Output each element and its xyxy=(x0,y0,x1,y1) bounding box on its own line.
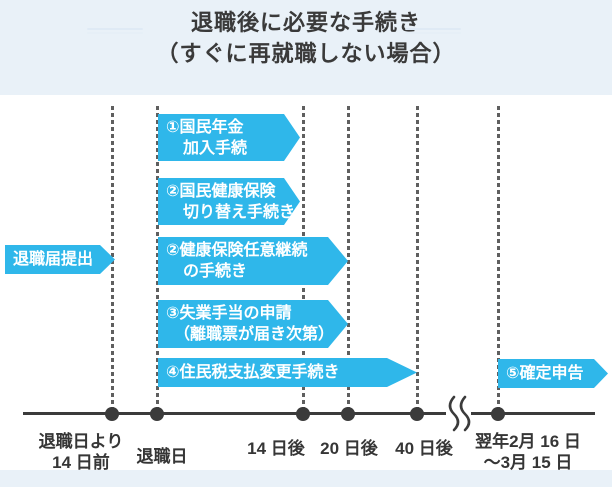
timeline-dot-day0 xyxy=(150,407,164,421)
timeline-label-day0: 退職日 xyxy=(136,447,188,466)
timeline-diagram: 退職届提出 ①国民年金 加入手続 ②国民健康保険 切り替え手続き ②健康保険任意… xyxy=(0,95,612,472)
guide-line-after20 xyxy=(347,106,350,408)
timeline-label-before14: 退職日より 14 日前 xyxy=(38,432,124,472)
banner-resignation-notice: 退職届提出 xyxy=(5,245,115,274)
timeline-dot-after14 xyxy=(296,407,310,421)
banner-label: ⑤確定申告 xyxy=(506,365,584,382)
banner-label-line2: の手続き xyxy=(183,263,248,280)
banner-label: ②健康保険任意継続 xyxy=(166,242,308,259)
timeline-label-after40: 40 日後 xyxy=(395,439,453,458)
timeline-axis-right xyxy=(471,412,595,415)
banner-label: ③失業手当の申請 xyxy=(166,305,292,322)
timeline-label-next-year: 翌年2月 16 日 ～3月 15 日 xyxy=(475,432,581,472)
banner-voluntary-insurance: ②健康保険任意継続 の手続き xyxy=(158,237,348,285)
page-title: 退職後に必要な手続き （すぐに再就職しない場合） xyxy=(0,0,612,69)
guide-line-after40 xyxy=(416,106,419,408)
timeline-axis-left xyxy=(23,412,446,415)
banner-label: 退職届提出 xyxy=(13,251,94,268)
timeline-dot-after20 xyxy=(341,407,355,421)
banner-label-line2: 切り替え手続き xyxy=(183,203,296,221)
banner-pension-enrollment: ①国民年金 加入手続 xyxy=(158,114,300,161)
banner-unemployment-benefit: ③失業手当の申請 （離職票が届き次第） xyxy=(158,300,348,348)
banner-label: ①国民年金 xyxy=(166,118,244,136)
title-line-2: （すぐに再就職しない場合） xyxy=(156,41,456,66)
timeline-dot-before14 xyxy=(105,407,119,421)
timeline-label-after14: 14 日後 xyxy=(247,439,305,458)
timeline-dot-after40 xyxy=(410,407,424,421)
title-area: 退職後に必要な手続き （すぐに再就職しない場合） xyxy=(0,0,612,95)
timeline-dot-next-year xyxy=(491,407,505,421)
banner-tax-return: ⑤確定申告 xyxy=(498,359,608,388)
guide-line-day0 xyxy=(156,106,159,408)
banner-label-line2: 加入手続 xyxy=(183,139,248,157)
title-line-1: 退職後に必要な手続き xyxy=(190,10,421,35)
guide-line-next-year xyxy=(497,106,500,408)
banner-label: ②国民健康保険 xyxy=(166,182,276,200)
timeline-break-mark xyxy=(448,395,471,432)
banner-label: ④住民税支払変更手続き xyxy=(166,364,340,381)
banner-label-line2: （離職票が届き次第） xyxy=(174,326,335,343)
timeline-label-after20: 20 日後 xyxy=(320,439,378,458)
banner-nhi-switch: ②国民健康保険 切り替え手続き xyxy=(158,178,300,225)
banner-resident-tax: ④住民税支払変更手続き xyxy=(158,358,417,387)
guide-line-before14 xyxy=(111,106,114,408)
